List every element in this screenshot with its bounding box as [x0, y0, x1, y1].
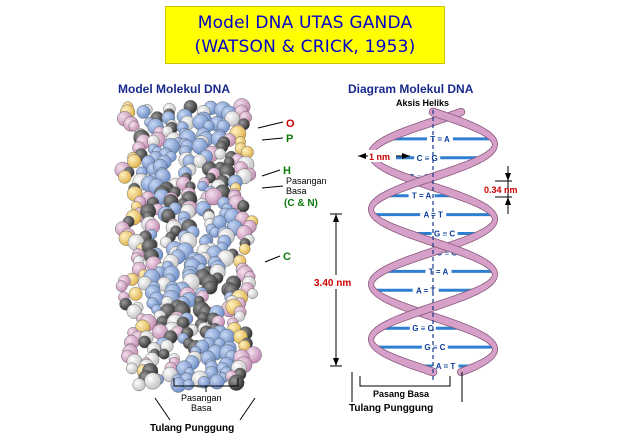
double-helix-diagram: A = T T = A C ≡ G G ≡ C T = A A = T G ≡ C C ≡ G… — [368, 107, 498, 377]
atom — [238, 243, 251, 255]
atom — [209, 374, 225, 390]
leader-p — [261, 137, 284, 141]
dimension-3-40-arrow-down — [333, 358, 339, 366]
atom — [127, 154, 142, 169]
leader-tulang-left — [154, 397, 171, 421]
base-pair-label: C ≡ G — [417, 154, 438, 163]
base-pair-label-bg — [408, 190, 435, 201]
dimension-3-40-bg — [312, 275, 364, 289]
axis-label: Aksis Heliks — [396, 98, 449, 108]
title-line-1: Model DNA UTAS GANDA — [197, 13, 413, 33]
atom — [228, 374, 245, 391]
base-pair-label-bg — [432, 361, 459, 371]
base-pair-label-bg — [420, 209, 447, 220]
atom — [214, 148, 226, 160]
dimension-3-40-arrow-up — [333, 214, 339, 222]
label-p: P — [286, 133, 293, 145]
atom — [136, 105, 151, 119]
atom — [115, 280, 128, 293]
dimension-1-nm-arrow-right — [402, 153, 410, 159]
base-pair-label-bg — [412, 285, 439, 296]
space-filling-model — [114, 98, 262, 393]
label-basa: Basa — [286, 186, 307, 196]
atom — [192, 154, 207, 168]
bottom-label-basa: Basa — [191, 403, 212, 413]
atom — [118, 170, 132, 184]
strand-back — [457, 366, 470, 376]
atom — [132, 378, 146, 392]
base-pair-label: A = T — [436, 362, 456, 371]
bracket-pasang-basa — [359, 376, 451, 387]
label-c: C — [283, 251, 291, 263]
base-pair-label: T = A — [430, 135, 450, 144]
base-pair-label: G ≡ C — [412, 324, 433, 333]
atom — [158, 348, 170, 360]
leader-pasangan — [261, 185, 284, 189]
atom — [203, 280, 218, 295]
base-pair-label-bg — [421, 342, 448, 353]
dimension-0-34-arrow-down — [505, 173, 511, 181]
label-pasangan: Pasangan — [286, 176, 327, 186]
bottom-label-pasangan: Pasangan — [181, 393, 222, 403]
atom — [138, 335, 151, 349]
right-heading: Diagram Molekul DNA — [348, 82, 474, 96]
dimension-0-34-arrow-up — [505, 197, 511, 205]
bottom-label-tulang: Tulang Punggung — [150, 423, 234, 434]
base-pair-label: A = T — [416, 286, 436, 295]
label-h: H — [283, 165, 291, 177]
label-c-and-n: (C & N) — [284, 198, 318, 209]
label-0-34-nm: 0.34 nm — [484, 185, 518, 195]
atom — [126, 362, 138, 375]
atom — [128, 120, 140, 132]
label-o: O — [286, 118, 295, 130]
title-box: Model DNA UTAS GANDA (WATSON & CRICK, 19… — [165, 6, 445, 64]
base-pair-label-bg — [414, 152, 441, 163]
title-line-2: (WATSON & CRICK, 1953) — [194, 37, 416, 57]
atom — [128, 286, 143, 301]
base-pair-label: C ≡ G — [436, 249, 457, 258]
base-pair-label-bg — [406, 171, 432, 182]
base-pair-label: G ≡ C — [434, 230, 455, 239]
strand-front — [423, 366, 437, 376]
leader-h — [261, 169, 281, 177]
dimension-1-nm-arrow-left — [358, 153, 366, 159]
label-pasang-basa: Pasang Basa — [373, 389, 430, 399]
atom — [247, 288, 258, 299]
base-pair-label: G ≡ C — [424, 343, 445, 352]
atom — [183, 379, 195, 391]
label-1-nm: 1 nm — [369, 152, 390, 162]
base-pair-label-bg — [433, 247, 460, 258]
base-pair-label-bg — [425, 266, 452, 277]
label-tulang-right-panel: Tulang Punggung — [349, 403, 433, 414]
leader-o — [257, 121, 284, 129]
atom — [234, 310, 246, 322]
base-pair-label-bg — [431, 228, 458, 239]
dimension-1-nm-bg — [368, 150, 396, 162]
leader-tulang-right — [239, 397, 256, 421]
atom — [197, 180, 208, 192]
leader-c — [264, 255, 281, 263]
base-pair-label: T = A — [412, 192, 432, 201]
atom — [144, 372, 162, 390]
left-heading: Model Molekul DNA — [118, 82, 230, 96]
label-3-40-nm: 3.40 nm — [314, 278, 351, 289]
base-pair-label-bg — [409, 323, 436, 334]
base-pair-label: T = A — [429, 267, 449, 276]
base-pair-label-bg — [427, 133, 453, 144]
